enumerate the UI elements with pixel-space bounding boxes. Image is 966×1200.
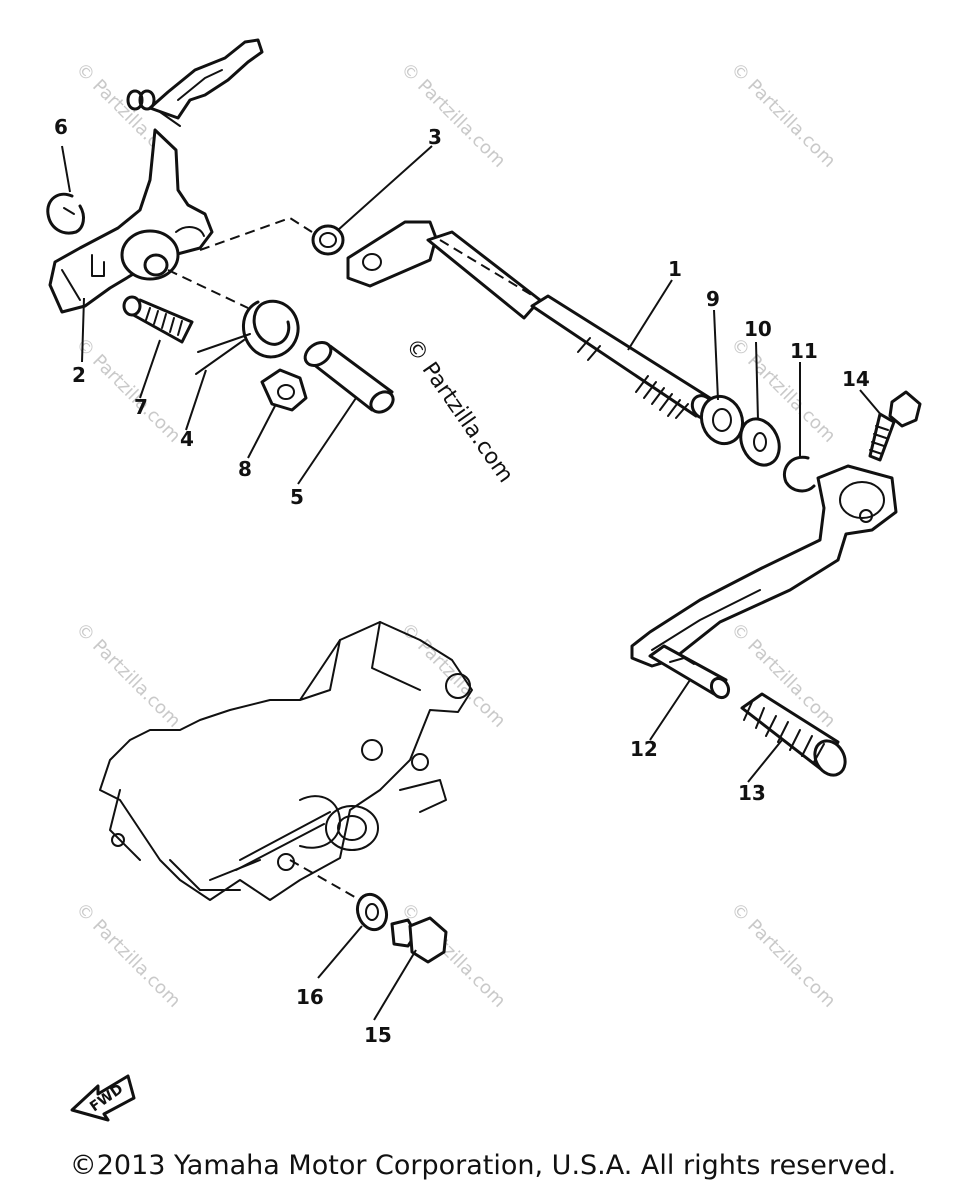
callout-9: 9 bbox=[706, 287, 720, 311]
leader-lines bbox=[61, 145, 883, 1021]
callout-16: 16 bbox=[296, 985, 324, 1009]
washer-part bbox=[699, 394, 745, 446]
callout-6: 6 bbox=[54, 115, 68, 139]
gasket-part bbox=[355, 892, 389, 932]
bolt-part bbox=[390, 916, 448, 964]
callout-15: 15 bbox=[364, 1023, 392, 1047]
crankcase-part bbox=[99, 621, 473, 901]
shift-pedal-part bbox=[630, 464, 898, 777]
watermark: © Partzilla.com bbox=[71, 619, 184, 732]
pinch-bolt-part bbox=[868, 390, 922, 462]
callout-8: 8 bbox=[238, 457, 252, 481]
callout-13: 13 bbox=[738, 781, 766, 805]
plain-washer-part bbox=[739, 417, 781, 467]
callouts: 1 2 3 4 5 6 7 8 9 10 11 12 13 14 15 16 bbox=[54, 115, 870, 1047]
sleeve-part bbox=[303, 341, 395, 414]
pin-part bbox=[122, 295, 194, 344]
circlip-part bbox=[46, 192, 85, 235]
shift-arm-part bbox=[48, 38, 264, 314]
collar-part bbox=[260, 368, 308, 412]
assembly-lines bbox=[167, 216, 541, 901]
forward-arrow-icon: FWD bbox=[70, 1074, 136, 1122]
shaft-circlip-part bbox=[783, 455, 816, 493]
watermark: © Partzilla.com bbox=[396, 59, 509, 172]
callout-1: 1 bbox=[668, 257, 682, 281]
callout-5: 5 bbox=[290, 485, 304, 509]
watermark: © Partzilla.com bbox=[71, 334, 184, 447]
callout-11: 11 bbox=[790, 339, 818, 363]
center-watermark: © Partzilla.com bbox=[400, 334, 518, 487]
callout-4: 4 bbox=[180, 427, 194, 451]
callout-10: 10 bbox=[744, 317, 772, 341]
torsion-spring-part bbox=[195, 299, 300, 375]
callout-3: 3 bbox=[428, 125, 442, 149]
watermark: © Partzilla.com bbox=[726, 59, 839, 172]
callout-7: 7 bbox=[134, 395, 148, 419]
watermark: © Partzilla.com bbox=[726, 899, 839, 1012]
callout-12: 12 bbox=[630, 737, 658, 761]
oil-seal-part bbox=[311, 224, 345, 256]
callout-2: 2 bbox=[72, 363, 86, 387]
shift-shaft-part bbox=[346, 220, 716, 420]
copyright-notice: ©2013 Yamaha Motor Corporation, U.S.A. A… bbox=[69, 1150, 897, 1181]
callout-14: 14 bbox=[842, 367, 870, 391]
watermark: © Partzilla.com bbox=[71, 899, 184, 1012]
